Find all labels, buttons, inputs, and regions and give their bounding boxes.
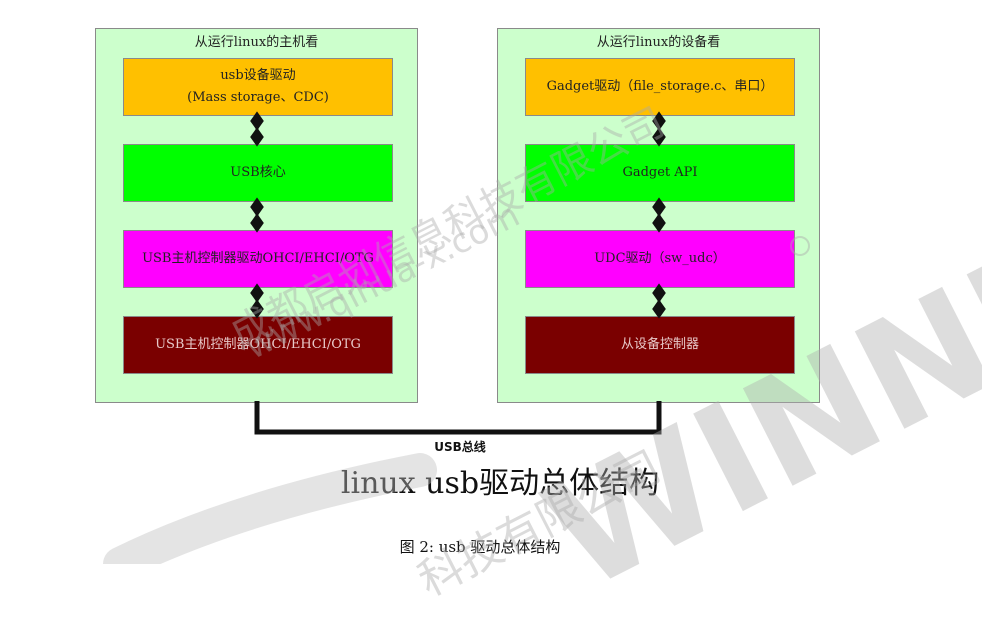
box-label: Gadget驱动（file_storage.c、串口） — [546, 79, 774, 94]
box-label: Gadget API — [622, 165, 698, 180]
box-label: 从设备控制器 — [620, 337, 699, 352]
host-controller-driver-box: USB主机控制器驱动OHCI/EHCI/OTG — [123, 230, 393, 288]
device-controller-box: 从设备控制器 — [525, 316, 795, 374]
gadget-driver-box: Gadget驱动（file_storage.c、串口） — [525, 58, 795, 116]
host-panel-title: 从运行linux的主机看 — [194, 35, 319, 50]
box-sublabel: (Mass storage、CDC) — [187, 90, 329, 105]
usb-bus-line — [254, 401, 662, 435]
box-label: usb设备驱动 — [220, 68, 296, 83]
host-panel: 从运行linux的主机看 usb设备驱动 (Mass storage、CDC) … — [95, 28, 418, 403]
device-panel-title: 从运行linux的设备看 — [596, 35, 721, 50]
box-label: USB主机控制器OHCI/EHCI/OTG — [155, 337, 361, 352]
figure-caption: 图 2: usb 驱动总体结构 — [399, 538, 561, 556]
diagram-title: linux usb驱动总体结构 — [340, 466, 660, 501]
usb-core-box: USB核心 — [123, 144, 393, 202]
device-panel: 从运行linux的设备看 Gadget驱动（file_storage.c、串口）… — [497, 28, 820, 403]
gadget-api-box: Gadget API — [525, 144, 795, 202]
host-controller-box: USB主机控制器OHCI/EHCI/OTG — [123, 316, 393, 374]
box-label: UDC驱动（sw_udc） — [594, 251, 726, 266]
usb-bus-label: USB总线 — [434, 440, 486, 454]
box-label: USB核心 — [230, 165, 286, 180]
udc-driver-box: UDC驱动（sw_udc） — [525, 230, 795, 288]
usb-device-driver-box: usb设备驱动 (Mass storage、CDC) — [123, 58, 393, 116]
box-label: USB主机控制器驱动OHCI/EHCI/OTG — [142, 251, 374, 266]
